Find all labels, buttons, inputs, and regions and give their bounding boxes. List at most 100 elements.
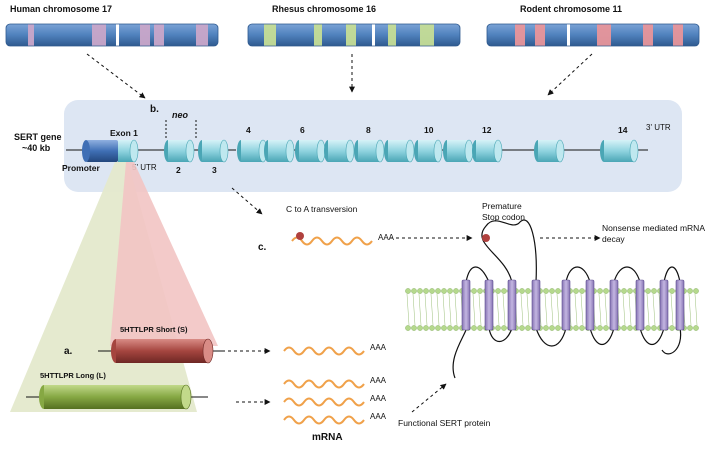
exon-14 bbox=[600, 139, 639, 163]
chromosome-band bbox=[264, 24, 276, 46]
lipid-tail bbox=[622, 293, 626, 326]
lipid-head bbox=[579, 288, 585, 294]
lipid-head bbox=[669, 325, 675, 331]
mrna-wave bbox=[283, 397, 365, 407]
panel-label-a: a. bbox=[64, 346, 73, 357]
stop-codon-marker bbox=[482, 234, 490, 242]
transmembrane-helix-3 bbox=[507, 279, 517, 331]
chromosome-band bbox=[597, 24, 611, 46]
lipid-head bbox=[687, 325, 693, 331]
lipid-head bbox=[687, 288, 693, 294]
lipid-head bbox=[405, 288, 411, 294]
exon-number: 4 bbox=[246, 125, 251, 135]
transmembrane-helix-5 bbox=[561, 279, 571, 331]
lipid-head bbox=[429, 288, 435, 294]
lipid-head bbox=[477, 325, 483, 331]
lipid-head bbox=[549, 325, 555, 331]
chromosome-band bbox=[92, 24, 106, 46]
transmembrane-helix-9 bbox=[659, 279, 669, 331]
lipid-tail bbox=[412, 293, 416, 326]
lipid-head bbox=[651, 288, 657, 294]
arrow-human-to-gene bbox=[86, 53, 146, 99]
gene-title-line2: ~40 kb bbox=[22, 143, 51, 153]
exon-12 bbox=[472, 139, 503, 163]
lipid-head bbox=[423, 325, 429, 331]
exon-2 bbox=[164, 139, 195, 163]
exon-number: 2 bbox=[176, 165, 181, 175]
lipid-tail bbox=[520, 293, 524, 326]
exon-10 bbox=[414, 139, 443, 163]
lipid-head bbox=[441, 325, 447, 331]
lipid-head bbox=[471, 288, 477, 294]
lipid-head bbox=[495, 288, 501, 294]
lipid-tail bbox=[628, 293, 632, 326]
lipid-tail bbox=[424, 293, 428, 326]
lipid-head bbox=[621, 288, 627, 294]
exon-number: 3 bbox=[212, 165, 217, 175]
decay-label: Nonsense mediated mRNA decay bbox=[602, 223, 707, 244]
lipid-head bbox=[519, 325, 525, 331]
lipid-tail bbox=[598, 293, 602, 326]
chromosome-band bbox=[154, 24, 164, 46]
poly-a-tail: AAA bbox=[378, 233, 395, 242]
lipid-head bbox=[423, 288, 429, 294]
mrna-strand: AAA bbox=[283, 376, 387, 389]
decay-line2: decay bbox=[602, 234, 625, 244]
exon-number: 6 bbox=[300, 125, 305, 135]
lipid-head bbox=[411, 325, 417, 331]
lipid-tail bbox=[550, 293, 554, 326]
exon-9 bbox=[384, 139, 415, 163]
sert-protein bbox=[452, 219, 685, 379]
chromosome-band bbox=[28, 24, 34, 46]
utr5-label: 5' UTR bbox=[132, 163, 157, 172]
lipid-tail bbox=[580, 293, 584, 326]
lipid-tail bbox=[430, 293, 434, 326]
lipid-tail bbox=[406, 293, 410, 326]
exon-8 bbox=[354, 139, 385, 163]
chromosome-band bbox=[314, 24, 322, 46]
exon1-label: Exon 1 bbox=[110, 128, 138, 138]
chromosome-band bbox=[388, 24, 396, 46]
transmembrane-helix-4 bbox=[531, 279, 541, 331]
exon-3 bbox=[198, 139, 229, 163]
mrna-strand: AAA bbox=[283, 343, 387, 356]
chromosome-outline bbox=[5, 23, 219, 47]
chromosome-band bbox=[515, 24, 525, 46]
exon-13 bbox=[534, 139, 565, 163]
neo-label: neo bbox=[172, 110, 189, 120]
lipid-head bbox=[447, 288, 453, 294]
poly-a-tail: AAA bbox=[370, 376, 387, 385]
lipid-head bbox=[435, 288, 441, 294]
lipid-head bbox=[417, 288, 423, 294]
lipid-head bbox=[519, 288, 525, 294]
lipid-tail bbox=[472, 293, 476, 326]
exon-1 bbox=[118, 139, 139, 163]
mrna-strand: AAA bbox=[291, 233, 395, 246]
lipid-tail bbox=[502, 293, 506, 326]
poly-a-tail: AAA bbox=[370, 394, 387, 403]
protein-backbone bbox=[452, 219, 682, 379]
lipid-head bbox=[453, 288, 459, 294]
lipid-head bbox=[693, 325, 699, 331]
mrna-wave bbox=[283, 415, 365, 425]
lipid-head bbox=[669, 288, 675, 294]
gene-title: SERT gene ~40 kb bbox=[14, 132, 64, 153]
gene-title-line1: SERT gene bbox=[14, 132, 62, 142]
lipid-tail bbox=[574, 293, 578, 326]
mrna-label: mRNA bbox=[312, 432, 343, 443]
transmembrane-helix-2 bbox=[484, 279, 494, 331]
lipid-tail bbox=[526, 293, 530, 326]
arrow-to-protein bbox=[411, 383, 447, 413]
lipid-head bbox=[573, 288, 579, 294]
chromosome-body bbox=[6, 24, 218, 46]
chromosome-band bbox=[140, 24, 150, 46]
lipid-head bbox=[645, 325, 651, 331]
lipid-tail bbox=[478, 293, 482, 326]
promoter-label: Promoter bbox=[62, 163, 100, 173]
lipid-tail bbox=[496, 293, 500, 326]
lipid-head bbox=[471, 325, 477, 331]
mrna-strand: AAA bbox=[283, 412, 387, 425]
lipid-head bbox=[651, 325, 657, 331]
mrna-strand: AAA bbox=[283, 394, 387, 407]
